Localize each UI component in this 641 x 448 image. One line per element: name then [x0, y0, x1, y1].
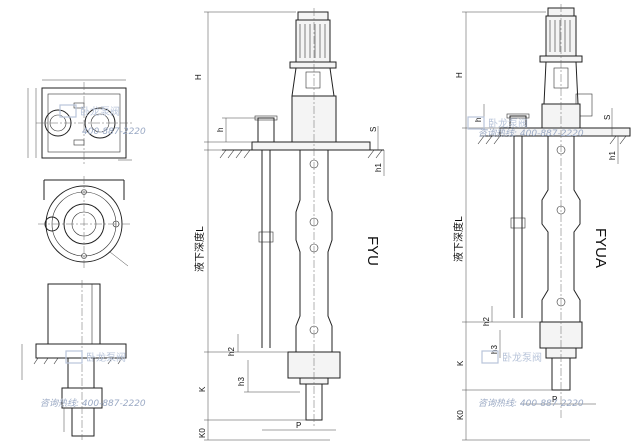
- watermark-brand-right-bottom: 卧龙泵阀: [502, 351, 542, 364]
- fyu-dim-depth: 液下深度L: [193, 226, 206, 272]
- watermark-brand-bottom: 卧龙泵阀: [86, 351, 126, 364]
- fyua-dim-depth: 液下深度L: [452, 216, 465, 262]
- watermark-brand-logo: 卧龙泵阀 400-887-2220 卧龙泵阀 咨询热线: 400-887-222…: [40, 104, 584, 409]
- watermark-hotline-bottom: 咨询热线: 400-887-2220: [40, 398, 146, 409]
- fyua-dim-h: h: [474, 118, 483, 122]
- fyu-dim-h: h: [216, 128, 225, 132]
- fyua-dim-S: S: [603, 115, 612, 120]
- fyua-dimensions: [462, 11, 619, 441]
- watermark-brand-right: 卧龙泵阀: [488, 117, 528, 130]
- top-plan-view: [27, 79, 132, 164]
- fyu-dim-S: S: [369, 127, 378, 132]
- fyu-model-label: FYU: [364, 236, 381, 266]
- fyua-dim-h1: h1: [608, 151, 617, 160]
- fyua-pump-elevation: [477, 4, 631, 420]
- fyu-dim-K0: K0: [198, 428, 207, 438]
- fyu-pump-elevation: [219, 8, 384, 428]
- round-plan-view: [38, 176, 132, 270]
- watermark-hotline-right-bottom: 咨询热线: 400-887-2220: [478, 398, 584, 409]
- fyua-dim-h3: h3: [490, 345, 499, 354]
- fyu-dim-K: K: [198, 386, 207, 392]
- fyua-dim-K0: K0: [456, 410, 465, 420]
- watermark-hotline-top: 400-887-2220: [82, 127, 146, 137]
- fyu-dim-h1: h1: [374, 163, 383, 172]
- fyu-dim-P: P: [296, 421, 301, 430]
- fyu-dim-h3: h3: [237, 377, 246, 386]
- fyua-dim-P: P: [552, 395, 557, 404]
- fyua-dim-h2: h2: [482, 317, 491, 326]
- fyu-dimensions: [204, 11, 385, 441]
- fyu-dim-h2: h2: [227, 347, 236, 356]
- fyua-dim-H: H: [455, 72, 464, 78]
- watermark-hotline-right: 咨询热线: 400-887-2220: [478, 128, 584, 139]
- fyu-dim-H: H: [194, 74, 203, 80]
- fyua-dim-K: K: [456, 360, 465, 366]
- fyua-model-label: FYUA: [592, 228, 609, 268]
- watermark-brand-top: 卧龙泵阀: [80, 105, 120, 118]
